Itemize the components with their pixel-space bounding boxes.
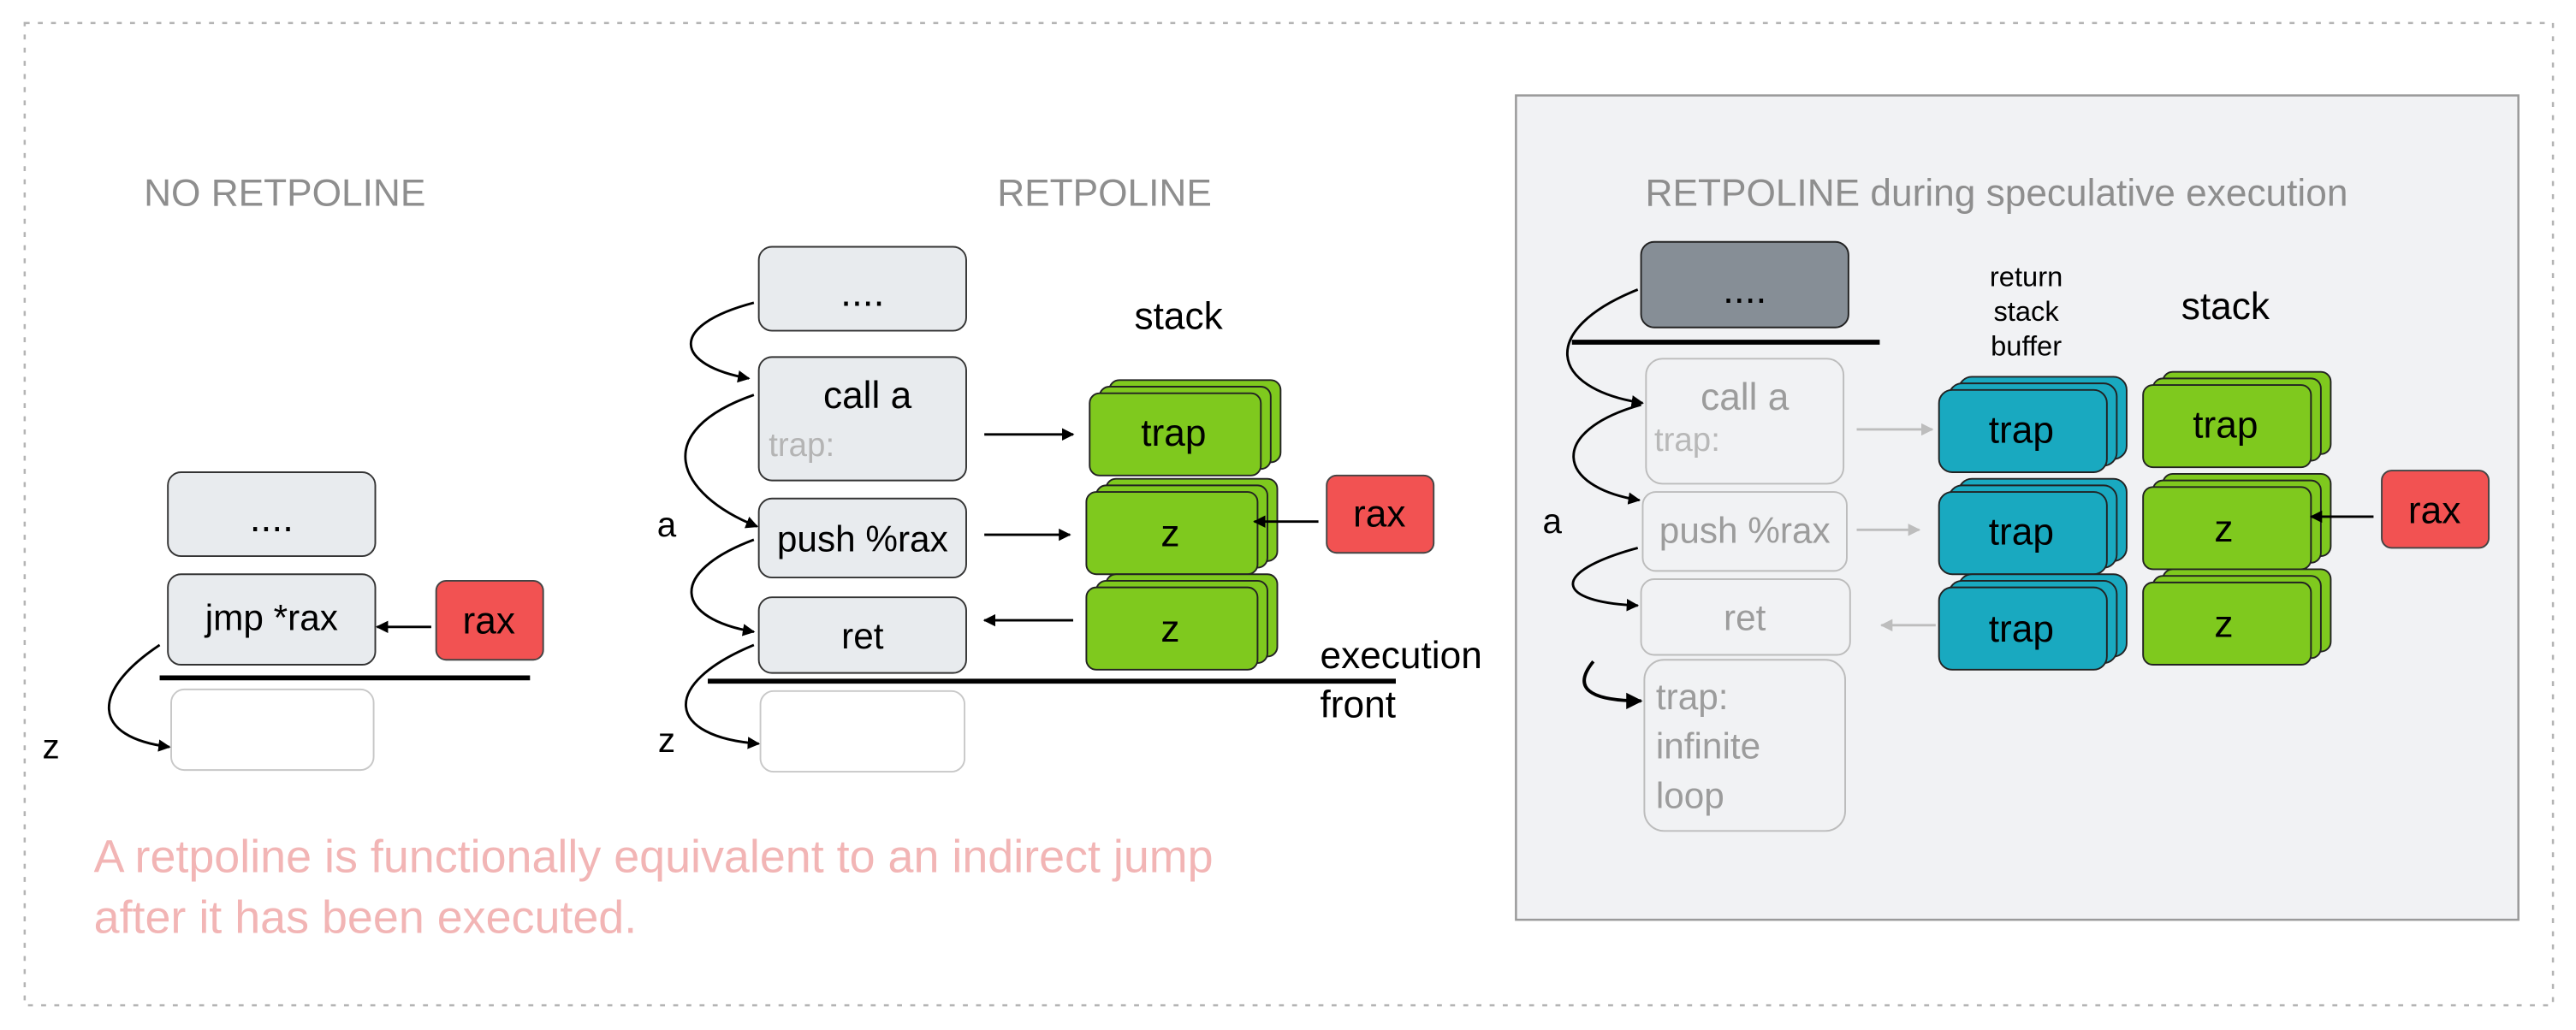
push-box: [757, 497, 967, 579]
flow-arrow-push-to-ret: [1571, 547, 1640, 612]
retpoline-section: RETPOLINE .... call a trap: push %rax re…: [657, 172, 1482, 772]
label-a: a: [657, 505, 677, 544]
rax-register-label: rax: [1353, 493, 1405, 535]
infinite-loop-line-3: loop: [1656, 775, 1724, 815]
ret-box: [757, 596, 967, 674]
rax-register: [1326, 474, 1435, 554]
infinite-loop-line-2: infinite: [1656, 726, 1760, 767]
stack-item-z-bottom: [2142, 568, 2332, 666]
jmp-box: [167, 573, 377, 666]
code-box-dots-label: ....: [840, 270, 884, 315]
stack-item-trap-label: trap: [2193, 405, 2258, 447]
rsb-item-2: [1938, 477, 2128, 576]
code-box-dots-dark: [1640, 240, 1849, 329]
rax-register-label: rax: [2408, 490, 2460, 532]
ret-box-label: ret: [841, 616, 884, 656]
jmp-box-label: jmp *rax: [204, 598, 338, 638]
speculative-section: RETPOLINE during speculative execution .…: [1515, 94, 2520, 921]
rsb-item-1: [1938, 376, 2128, 473]
stack-item-z-bottom: [1085, 573, 1279, 671]
infinite-loop-box: [1643, 659, 1847, 832]
rax-register: [435, 579, 544, 661]
rsb-title-line-2: stack: [1993, 295, 2059, 327]
infinite-loop-line-1: trap:: [1656, 677, 1729, 717]
flow-arrow-dots-to-call: [1566, 288, 1644, 408]
caption-line-2: after it has been executed.: [94, 892, 638, 944]
stack-item-trap-label: trap: [1141, 412, 1206, 454]
push-box: [1641, 491, 1848, 572]
jump-arrow: [107, 643, 171, 752]
no-retpoline-title: NO RETPOLINE: [144, 172, 425, 214]
execution-front-label-2: front: [1321, 684, 1396, 726]
retpoline-title: RETPOLINE: [997, 172, 1212, 214]
label-a: a: [1542, 501, 1562, 541]
stack-item-trap: [1089, 379, 1282, 477]
call-box: [1645, 358, 1845, 485]
call-box-label: call a: [1701, 376, 1790, 418]
stack-title: stack: [1134, 296, 1223, 338]
label-z: z: [658, 720, 675, 760]
stack-item-trap: [2142, 370, 2332, 469]
ret-box-label: ret: [1724, 598, 1766, 638]
execution-front-label-1: execution: [1321, 635, 1482, 677]
rsb-item-2-label: trap: [1989, 512, 2054, 553]
empty-target-box: [759, 690, 966, 772]
stack-item-z-top: [1085, 477, 1279, 576]
rax-register: [2381, 470, 2490, 549]
flow-arrow-call-to-push: [1572, 403, 1641, 505]
call-box-trap-label: trap:: [1654, 422, 1720, 459]
rax-register-label: rax: [463, 600, 515, 642]
speculative-title: RETPOLINE during speculative execution: [1646, 172, 2348, 214]
call-box-label: call a: [823, 375, 912, 417]
flow-arrow-ret-to-target: [685, 643, 761, 749]
rsb-title-line-3: buffer: [1991, 329, 2062, 361]
code-box-dots-label: ....: [1723, 267, 1766, 311]
stack-item-z-bottom-label: z: [1160, 608, 1179, 650]
rsb-item-3-label: trap: [1989, 608, 2054, 650]
call-box-trap-label: trap:: [769, 427, 834, 464]
jump-label-z: z: [43, 727, 60, 767]
code-box-dots-label: ....: [250, 495, 294, 540]
empty-target-box: [170, 688, 375, 772]
flow-arrow-dots-to-call: [689, 301, 755, 383]
code-box-dots: [167, 471, 377, 558]
call-box: [757, 356, 967, 482]
stack-title: stack: [2181, 286, 2270, 328]
caption-line-1: A retpoline is functionally equivalent t…: [94, 831, 1214, 882]
push-box-label: push %rax: [1659, 511, 1831, 551]
stack-item-z-top: [2142, 472, 2332, 571]
rsb-item-3: [1938, 573, 2128, 671]
no-retpoline-section: NO RETPOLINE .... jmp *rax rax z: [43, 172, 544, 772]
ret-box: [1640, 578, 1851, 656]
stack-item-z-bottom-label: z: [2214, 603, 2233, 645]
rsb-item-1-label: trap: [1989, 409, 2054, 451]
code-box-dots: [757, 246, 967, 332]
stack-item-z-top-label: z: [1160, 513, 1179, 555]
stack-item-z-top-label: z: [2214, 508, 2233, 550]
rsb-title-line-1: return: [1990, 261, 2063, 293]
push-box-label: push %rax: [777, 518, 948, 559]
flow-arrow-ret-to-loop: [1582, 660, 1643, 709]
flow-arrow-call-to-push: [684, 394, 759, 529]
flow-arrow-push-to-ret: [690, 538, 756, 636]
outer-frame: [23, 21, 2555, 1007]
